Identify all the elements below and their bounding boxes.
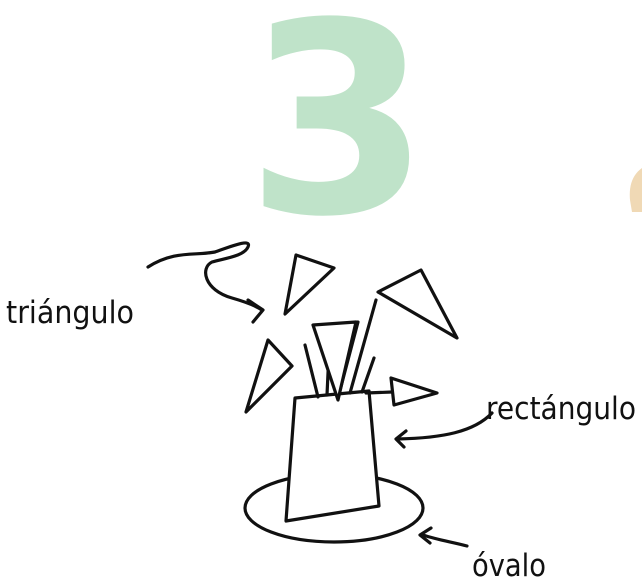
stem: [350, 300, 376, 393]
triangle-leaf: [378, 270, 457, 338]
rectangle-arrow: [398, 413, 492, 439]
stem: [305, 345, 318, 397]
step-number: 3: [246, 0, 430, 275]
triangle-leaf: [391, 378, 437, 405]
rectangle-pot: [286, 391, 379, 521]
label-triangle: triángulo: [6, 295, 134, 331]
triangle-leaf: [246, 340, 292, 412]
partial-shape: [630, 168, 642, 212]
stem: [366, 392, 392, 393]
triangle-leaf: [313, 322, 356, 400]
triangle-arrowhead: [248, 300, 263, 322]
stem: [362, 358, 374, 392]
label-oval: óvalo: [472, 548, 546, 584]
label-rectangle: rectángulo: [486, 391, 636, 427]
